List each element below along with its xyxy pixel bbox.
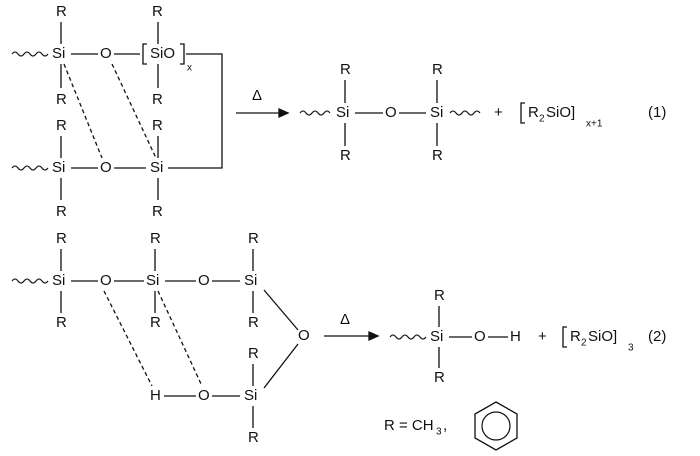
product-subscript: 2 <box>581 338 587 349</box>
heat-symbol: Δ <box>340 311 350 328</box>
arrow-head-icon <box>368 330 380 342</box>
polymer-chain-wavy-icon <box>299 110 331 116</box>
benzene-ring-icon <box>474 401 518 451</box>
atom-si: Si <box>244 387 257 404</box>
equation-label: (1) <box>648 104 666 121</box>
polymer-chain-wavy-icon <box>389 334 427 340</box>
atom-si: Si <box>52 272 65 289</box>
atom-r: R <box>56 314 67 331</box>
atom-h: H <box>510 328 521 345</box>
product-count: 3 <box>628 343 634 354</box>
product-unit: SiO] <box>588 328 617 345</box>
product-r: R <box>528 104 539 121</box>
bond <box>263 343 299 389</box>
reaction-1-products: Si R R O Si R R + R 2 SiO] x+1 (1) <box>299 61 666 164</box>
reaction-1-reactant: Si R R O SiO x R R Si R R O Si R R <box>11 3 223 220</box>
reaction-2-products: Si R R O H + R 2 SiO] 3 (2) <box>389 287 666 386</box>
substituent-legend: R = CH 3 , <box>384 401 518 451</box>
transition-dashed-bond <box>157 290 203 387</box>
atom-r: R <box>434 287 445 304</box>
product-subscript: 2 <box>539 114 545 125</box>
atom-o: O <box>100 45 112 62</box>
legend-comma: , <box>443 417 447 434</box>
transition-dashed-bond <box>103 290 153 387</box>
atom-o: O <box>100 272 112 289</box>
polymer-chain-wavy-icon <box>11 51 49 57</box>
atom-o: O <box>474 328 486 345</box>
heat-symbol: Δ <box>252 87 262 104</box>
atom-r: R <box>56 230 67 247</box>
atom-r: R <box>248 345 259 362</box>
atom-o: O <box>198 272 210 289</box>
plus-sign: + <box>494 104 503 121</box>
atom-r: R <box>152 3 163 20</box>
r-definition: R = CH <box>384 417 434 434</box>
repeat-subscript: x <box>187 63 192 74</box>
bond <box>263 289 299 331</box>
atom-si: Si <box>430 104 443 121</box>
atom-r: R <box>150 230 161 247</box>
product-r: R <box>570 328 581 345</box>
atom-r: R <box>152 203 163 220</box>
atom-r: R <box>248 314 259 331</box>
plus-sign: + <box>538 328 547 345</box>
ring-closure-bond <box>168 53 223 169</box>
polymer-chain-wavy-icon <box>11 165 49 171</box>
reaction-2-reactant: Si R R O Si R R O Si R R O Si R R O H <box>11 230 310 446</box>
atom-r: R <box>340 61 351 78</box>
atom-r: R <box>248 230 259 247</box>
atom-si: Si <box>146 272 159 289</box>
polymer-chain-wavy-icon <box>11 278 49 284</box>
atom-o: O <box>198 387 210 404</box>
atom-o: O <box>298 327 310 344</box>
atom-r: R <box>432 61 443 78</box>
equation-label: (2) <box>648 328 666 345</box>
atom-r: R <box>56 91 67 108</box>
arrow-head-icon <box>278 107 290 119</box>
reaction-1-arrow: Δ <box>236 87 290 119</box>
atom-r: R <box>340 147 351 164</box>
r-definition-subscript: 3 <box>436 427 442 438</box>
repeat-unit: SiO <box>150 45 175 62</box>
transition-dashed-bond <box>111 63 157 159</box>
bracket-open <box>562 326 567 348</box>
atom-r: R <box>56 203 67 220</box>
atom-r: R <box>152 91 163 108</box>
atom-si: Si <box>430 328 443 345</box>
atom-r: R <box>56 117 67 134</box>
bracket-open <box>520 102 525 124</box>
atom-r: R <box>152 117 163 134</box>
atom-r: R <box>432 147 443 164</box>
atom-o: O <box>100 159 112 176</box>
atom-r: R <box>56 3 67 20</box>
atom-r: R <box>248 429 259 446</box>
bracket-open <box>142 43 147 65</box>
atom-h: H <box>150 387 161 404</box>
atom-si: Si <box>336 104 349 121</box>
bracket-close <box>180 43 185 65</box>
atom-si: Si <box>150 159 163 176</box>
product-unit: SiO] <box>546 104 575 121</box>
transition-dashed-bond <box>63 63 103 159</box>
reaction-2-arrow: Δ <box>324 311 380 342</box>
atom-si: Si <box>52 45 65 62</box>
atom-o: O <box>385 104 397 121</box>
atom-r: R <box>434 369 445 386</box>
product-count: x+1 <box>586 119 603 130</box>
atom-si: Si <box>244 272 257 289</box>
atom-si: Si <box>52 159 65 176</box>
polymer-chain-wavy-icon <box>449 110 481 116</box>
atom-r: R <box>150 314 161 331</box>
